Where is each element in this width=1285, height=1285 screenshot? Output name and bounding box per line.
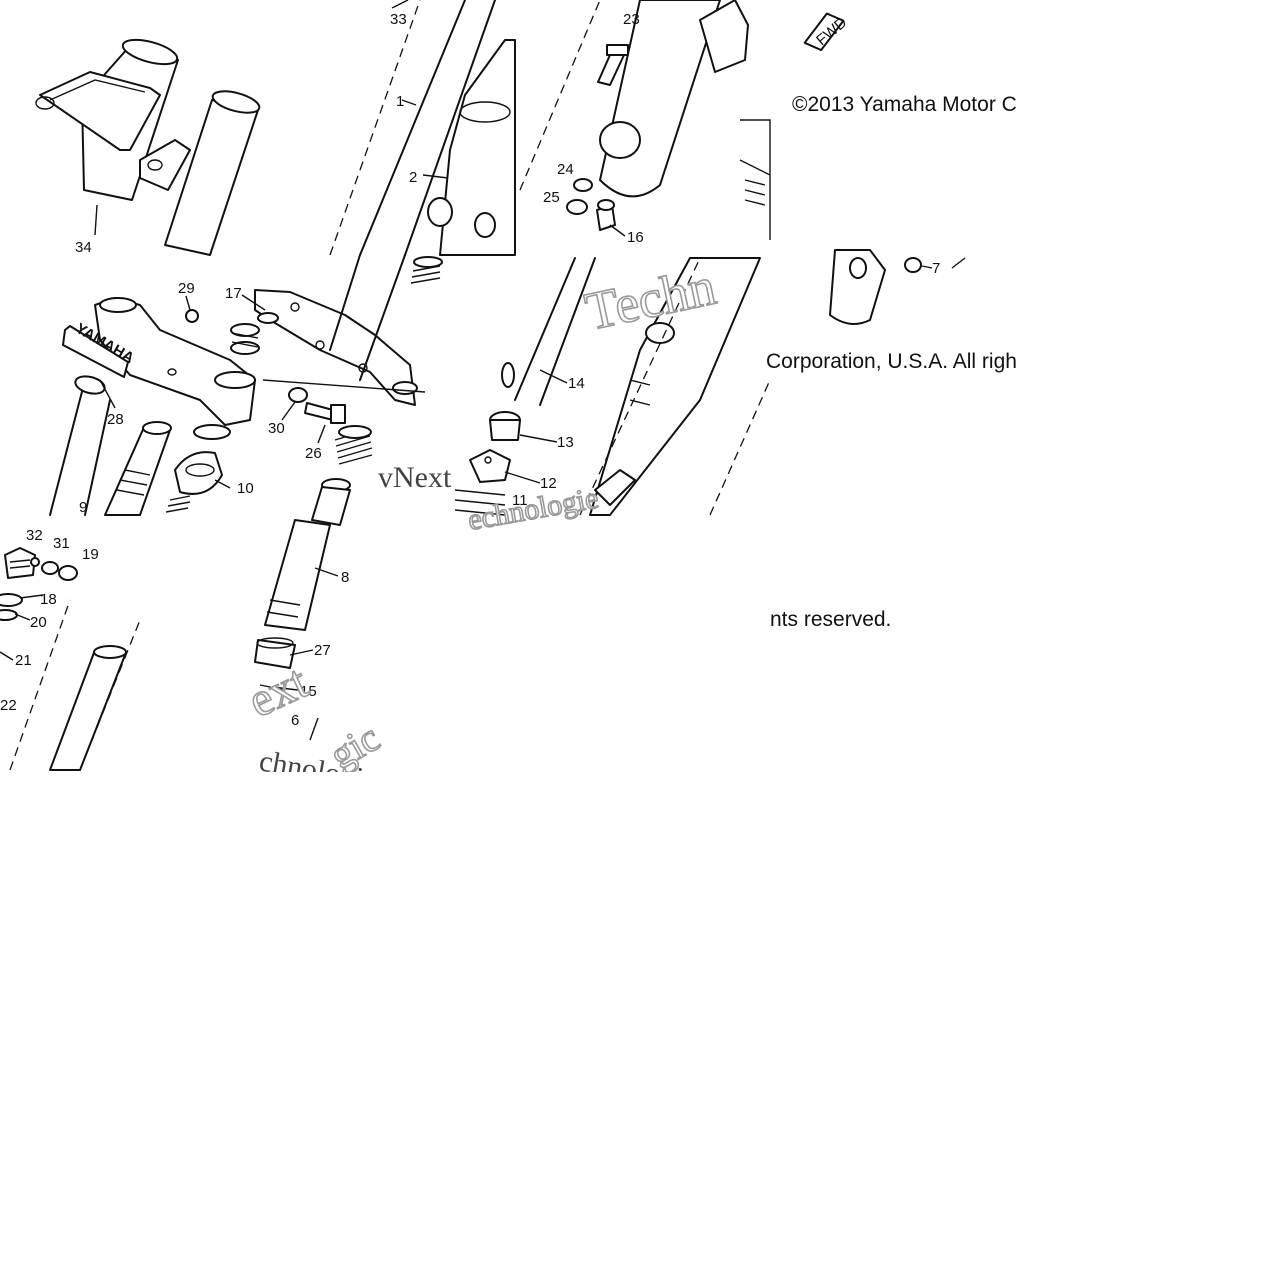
label-30: 30 [268, 420, 285, 437]
copyright-line-3: nts reserved. [770, 608, 891, 631]
label-27: 27 [314, 642, 331, 659]
fork-tube-upper [329, 0, 496, 256]
label-25: 25 [543, 189, 560, 206]
headlight-bracket-left [35, 38, 179, 201]
copyright-notice: ©2013 Yamaha Motor C Corporation, U.S.A.… [766, 93, 1017, 631]
label-32: 32 [26, 527, 43, 544]
fork-tube-left [49, 375, 111, 516]
steering-stem-9 [104, 421, 172, 516]
drain-screw-16 [596, 199, 616, 231]
leader-lines [0, 224, 966, 741]
label-9: 9 [79, 499, 87, 516]
label-21: 21 [15, 652, 32, 669]
label-13: 13 [557, 434, 574, 451]
label-1: 1 [396, 93, 404, 110]
label-24: 24 [557, 161, 574, 178]
label-18: 18 [40, 591, 57, 608]
inner-tube-22 [9, 599, 141, 771]
bearing-10 [174, 424, 231, 495]
seal-27 [254, 637, 296, 669]
spring-upper [410, 256, 443, 284]
label-28: 28 [107, 411, 124, 428]
label-20: 20 [30, 614, 47, 631]
fwd-arrow: FWD [803, 12, 850, 52]
nut-30 [288, 387, 308, 403]
label-19: 19 [82, 546, 99, 563]
label-6: 6 [291, 712, 299, 729]
bolt-23 [597, 44, 629, 86]
label-11: 11 [512, 492, 528, 509]
seal-13 [489, 411, 521, 441]
label-26: 26 [305, 445, 322, 462]
label-12: 12 [540, 475, 557, 492]
spring-lower-left [165, 495, 191, 513]
fwd-label: FWD [813, 14, 850, 49]
slider-end-right [739, 119, 886, 325]
damper-rod-8 [264, 478, 351, 631]
spring-26 [334, 425, 373, 465]
fork-slider-left [579, 257, 771, 516]
part-labels: 33 1 2 23 24 25 16 34 29 17 28 30 26 10 … [0, 11, 940, 729]
watermark-vnext: vNext [378, 461, 452, 494]
bolt-26 [304, 402, 346, 424]
label-16: 16 [627, 229, 644, 246]
washer-24-nut-25 [566, 178, 593, 215]
label-29: 29 [178, 280, 195, 297]
seal-12 [469, 449, 511, 483]
label-8: 8 [341, 569, 349, 586]
fork-tube-center [329, 254, 406, 381]
label-7: 7 [932, 260, 940, 277]
label-2: 2 [409, 169, 417, 186]
copyright-line-2: Corporation, U.S.A. All righ [766, 350, 1017, 373]
label-14: 14 [568, 375, 585, 392]
label-10: 10 [237, 480, 254, 497]
spring-lower-center [454, 489, 506, 516]
label-23: 23 [623, 11, 640, 28]
label-34: 34 [75, 239, 92, 256]
orings-20-21 [0, 593, 23, 621]
label-33: 33 [390, 11, 407, 28]
label-17: 17 [225, 285, 242, 302]
label-15: 15 [300, 683, 317, 700]
label-22: 22 [0, 697, 17, 714]
fork-tube-14 [501, 257, 596, 406]
spring-rings-left [230, 323, 260, 355]
axle-nut-7 [904, 257, 922, 273]
headlight-bracket-right [139, 90, 261, 256]
washer-31 [41, 561, 59, 575]
fork-cover [427, 39, 516, 256]
blank-bottom [0, 772, 1285, 1285]
copyright-line-1: ©2013 Yamaha Motor C [792, 93, 1017, 116]
washer-32 [30, 557, 40, 567]
label-31: 31 [53, 535, 70, 552]
cap-19 [58, 565, 78, 581]
upper-bracket-17 [254, 289, 418, 406]
watermark-ext: ext [240, 655, 316, 728]
fork-slider-right [519, 0, 749, 198]
